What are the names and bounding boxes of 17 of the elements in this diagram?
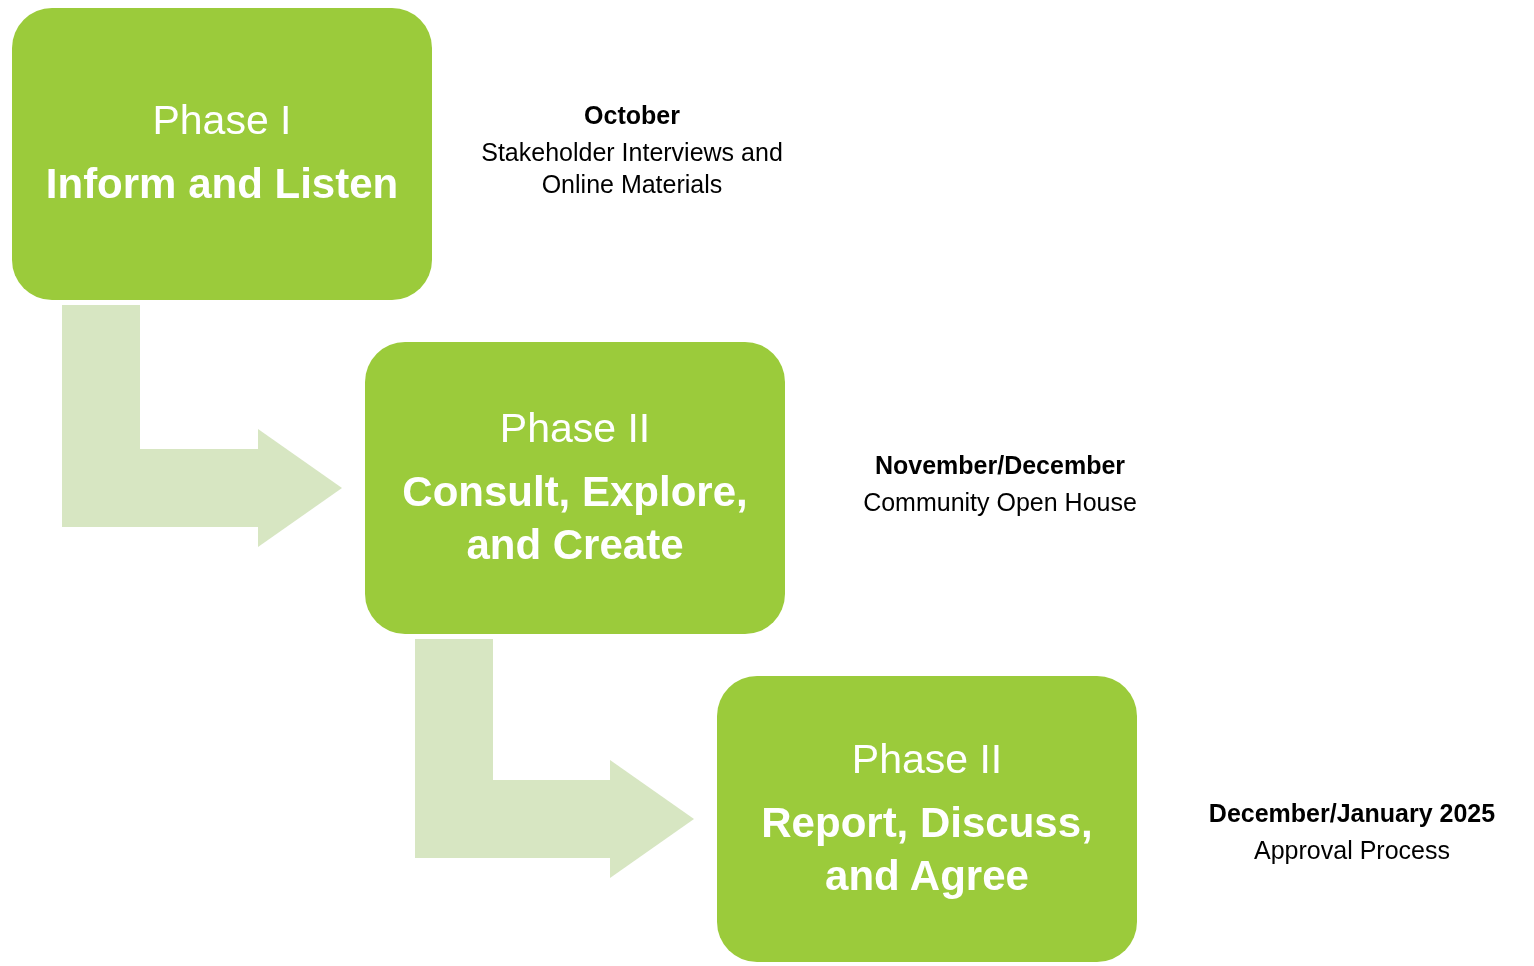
phase-title: Report, Discuss, and Agree: [760, 798, 1094, 901]
phase-heading: Phase II: [499, 404, 651, 453]
bent-arrow: [62, 305, 342, 547]
phase-box: [365, 342, 785, 634]
date-label: December/January 2025: [1208, 798, 1496, 829]
date-label: October: [584, 100, 680, 131]
phase-title: Consult, Explore, and Create: [401, 467, 749, 570]
phase-box: [12, 8, 432, 300]
phase-heading: Phase II: [851, 735, 1003, 784]
activity-description: Stakeholder Interviews and Online Materials: [480, 137, 784, 200]
phase-heading: Phase I: [152, 97, 292, 145]
date-label: November/December: [874, 450, 1126, 481]
activity-description: Community Open House: [863, 487, 1137, 519]
activity-description: Approval Process: [1254, 835, 1450, 867]
phase-box: [717, 676, 1137, 962]
bent-arrow: [415, 639, 694, 878]
phase-title: Inform and Listen: [45, 159, 399, 210]
